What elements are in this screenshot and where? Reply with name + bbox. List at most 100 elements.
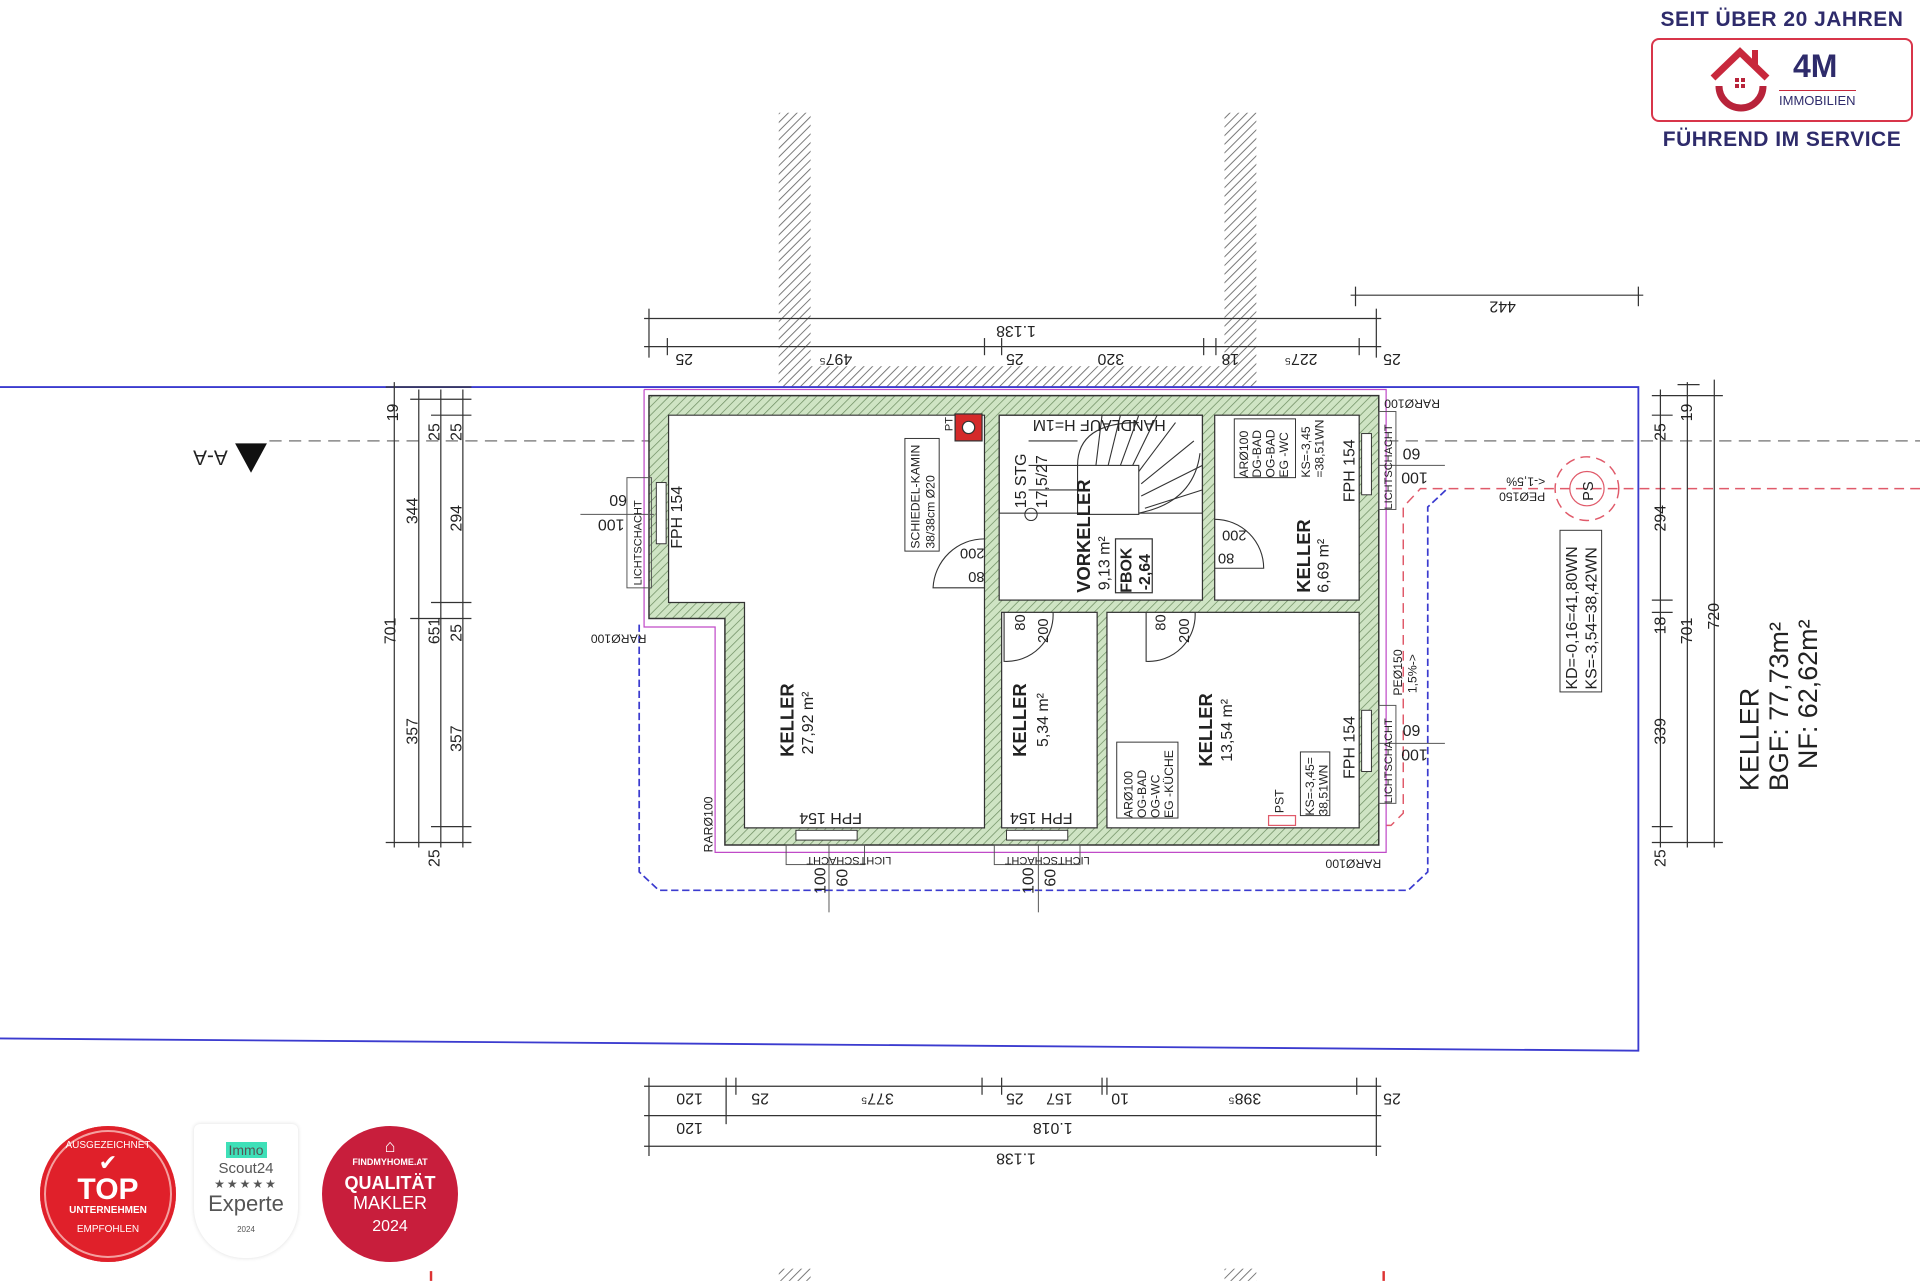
- ar-label: DG-BAD: [1250, 430, 1264, 478]
- dim-label: 1.138: [996, 1150, 1036, 1167]
- ar-label: OG-BAD: [1264, 429, 1278, 477]
- dim-label: 18: [1652, 617, 1669, 635]
- door-height: 200: [1036, 618, 1052, 643]
- door-width: 80: [1218, 550, 1234, 566]
- dim-label: 1.138: [996, 322, 1036, 339]
- ks-label: =38,51WN: [1313, 419, 1327, 477]
- lichtschacht-label: LICHTSCHACHT: [806, 854, 891, 866]
- rar-label: RARØ100: [591, 631, 647, 645]
- lichtschacht-label: LICHTSCHACHT: [633, 500, 645, 585]
- dim-label: 377⁵: [861, 1090, 894, 1107]
- dim-label: 701: [1679, 617, 1696, 644]
- fph-label: FPH 154: [799, 809, 862, 826]
- house-icon: [1710, 47, 1770, 112]
- logo-brand: 4M: [1793, 48, 1838, 84]
- dim-label: 651: [427, 617, 444, 644]
- room-area: 27,92 m²: [800, 692, 817, 755]
- room-area: 9,13 m²: [1096, 536, 1113, 590]
- section-arrow-icon: [235, 443, 267, 473]
- room-name: KELLER: [776, 683, 797, 756]
- dim-label: 357: [405, 718, 422, 745]
- kamin-label: SCHIEDEL-KAMIN: [909, 445, 923, 549]
- badge-title: TOP: [77, 1173, 139, 1206]
- check-icon: ✔: [98, 1150, 118, 1175]
- dim-label: 10: [1111, 1090, 1129, 1107]
- dim-label: 294: [449, 505, 466, 532]
- rar-label: RARØ100: [702, 796, 716, 852]
- ls-dim: 100: [1401, 469, 1428, 486]
- ls-dim: 60: [834, 869, 851, 887]
- summary-bgf: BGF: 77,73m²: [1764, 622, 1794, 791]
- ks-label: KS=-3,45: [1299, 426, 1313, 478]
- logo-brand-sub: IMMOBILIEN: [1779, 90, 1856, 108]
- dim-label: 25: [675, 350, 693, 367]
- ls-dim: 100: [1401, 745, 1428, 762]
- dim-label: 720: [1706, 603, 1723, 630]
- dim-label: 25: [1006, 350, 1024, 367]
- ls-dim: 60: [609, 491, 627, 508]
- stairs-count: 15 STG: [1013, 453, 1030, 508]
- dim-label: 25: [427, 849, 444, 867]
- dim-label: 294: [1652, 505, 1669, 532]
- dim-label: 701: [383, 617, 400, 644]
- ls-dim: 100: [1020, 867, 1037, 894]
- company-logo: SEIT ÜBER 20 JAHREN 4M IMMOBILIEN FÜHREN…: [1650, 8, 1914, 152]
- summary-nf: NF: 62,62m²: [1793, 619, 1823, 769]
- dim-label: 19: [1679, 403, 1696, 421]
- doors: [932, 518, 1265, 662]
- dim-label: 120: [676, 1090, 703, 1107]
- dim-label: 25: [1652, 423, 1669, 441]
- rar-label: RARØ100: [1325, 857, 1381, 871]
- ar-label: EG -KÜCHE: [1162, 750, 1176, 818]
- ks-label: KS=-3,45=: [1303, 757, 1317, 816]
- dim-label: 25: [751, 1090, 769, 1107]
- dim-label: 442: [1489, 297, 1516, 314]
- pe-label: PEØ150: [1499, 489, 1545, 503]
- dim-label: 1.018: [1033, 1119, 1073, 1136]
- pe-label: PEØ150: [1391, 649, 1405, 695]
- fmh-year: 2024: [372, 1218, 408, 1235]
- door-width: 80: [1154, 614, 1170, 630]
- dim-label: 320: [1097, 350, 1124, 367]
- fmh-brand: FINDMYHOME.AT: [352, 1157, 428, 1167]
- fmh-line2: MAKLER: [352, 1193, 428, 1213]
- ar-label: OG-BAD: [1135, 770, 1149, 818]
- handlauf-label: HANDLAUF H=1M: [1033, 416, 1166, 433]
- findmyhome-badge: ⌂ FINDMYHOME.AT QUALITÄT MAKLER 2024: [322, 1126, 458, 1262]
- badge-sub: UNTERNEHMEN: [69, 1205, 147, 1216]
- immo-year: 2024: [237, 1225, 255, 1234]
- ar-label: OG-WC: [1149, 774, 1163, 818]
- ls-dim: 60: [1403, 444, 1421, 461]
- door-height: 200: [1177, 618, 1193, 643]
- room-area: 6,69 m²: [1316, 539, 1333, 593]
- door-width: 80: [1013, 614, 1029, 630]
- dim-label: 25: [1006, 1090, 1024, 1107]
- room-name: KELLER: [1293, 519, 1314, 592]
- dim-label: 25: [1652, 849, 1669, 867]
- room-area: 13,54 m²: [1219, 699, 1236, 762]
- fmh-line1: QUALITÄT: [344, 1173, 436, 1193]
- ks-label: KS=-3,54=38,42WN: [1584, 547, 1601, 689]
- windows: [655, 433, 1372, 841]
- lichtschacht-label: LICHTSCHACHT: [1383, 718, 1395, 803]
- rar-label: RARØ100: [1384, 396, 1440, 410]
- room-name: KELLER: [1195, 693, 1216, 766]
- ls-dim: 60: [1403, 721, 1421, 738]
- door-height: 200: [960, 545, 985, 561]
- logo-tagline-top: SEIT ÜBER 20 JAHREN: [1660, 8, 1904, 31]
- dim-label: 339: [1652, 718, 1669, 745]
- star-rating-icon: ★★★★★: [214, 1177, 278, 1191]
- lichtschacht-label: LICHTSCHACHT: [1383, 424, 1395, 509]
- drain-line: [638, 488, 1448, 892]
- dim-label: 497⁵: [819, 350, 852, 367]
- dim-label: 25: [449, 423, 466, 441]
- dim-label: 18: [1221, 350, 1239, 367]
- sewer-line: [1151, 456, 1920, 827]
- home-icon: ⌂: [384, 1136, 396, 1156]
- pe-slope: <-1,5%: [1506, 475, 1545, 489]
- room-keller-4: [1106, 611, 1360, 829]
- dim-label: 25: [1383, 350, 1401, 367]
- logo-tagline-bottom: FÜHREND IM SERVICE: [1662, 128, 1902, 151]
- dim-label: 157: [1046, 1090, 1073, 1107]
- dim-label: 398⁵: [1228, 1090, 1261, 1107]
